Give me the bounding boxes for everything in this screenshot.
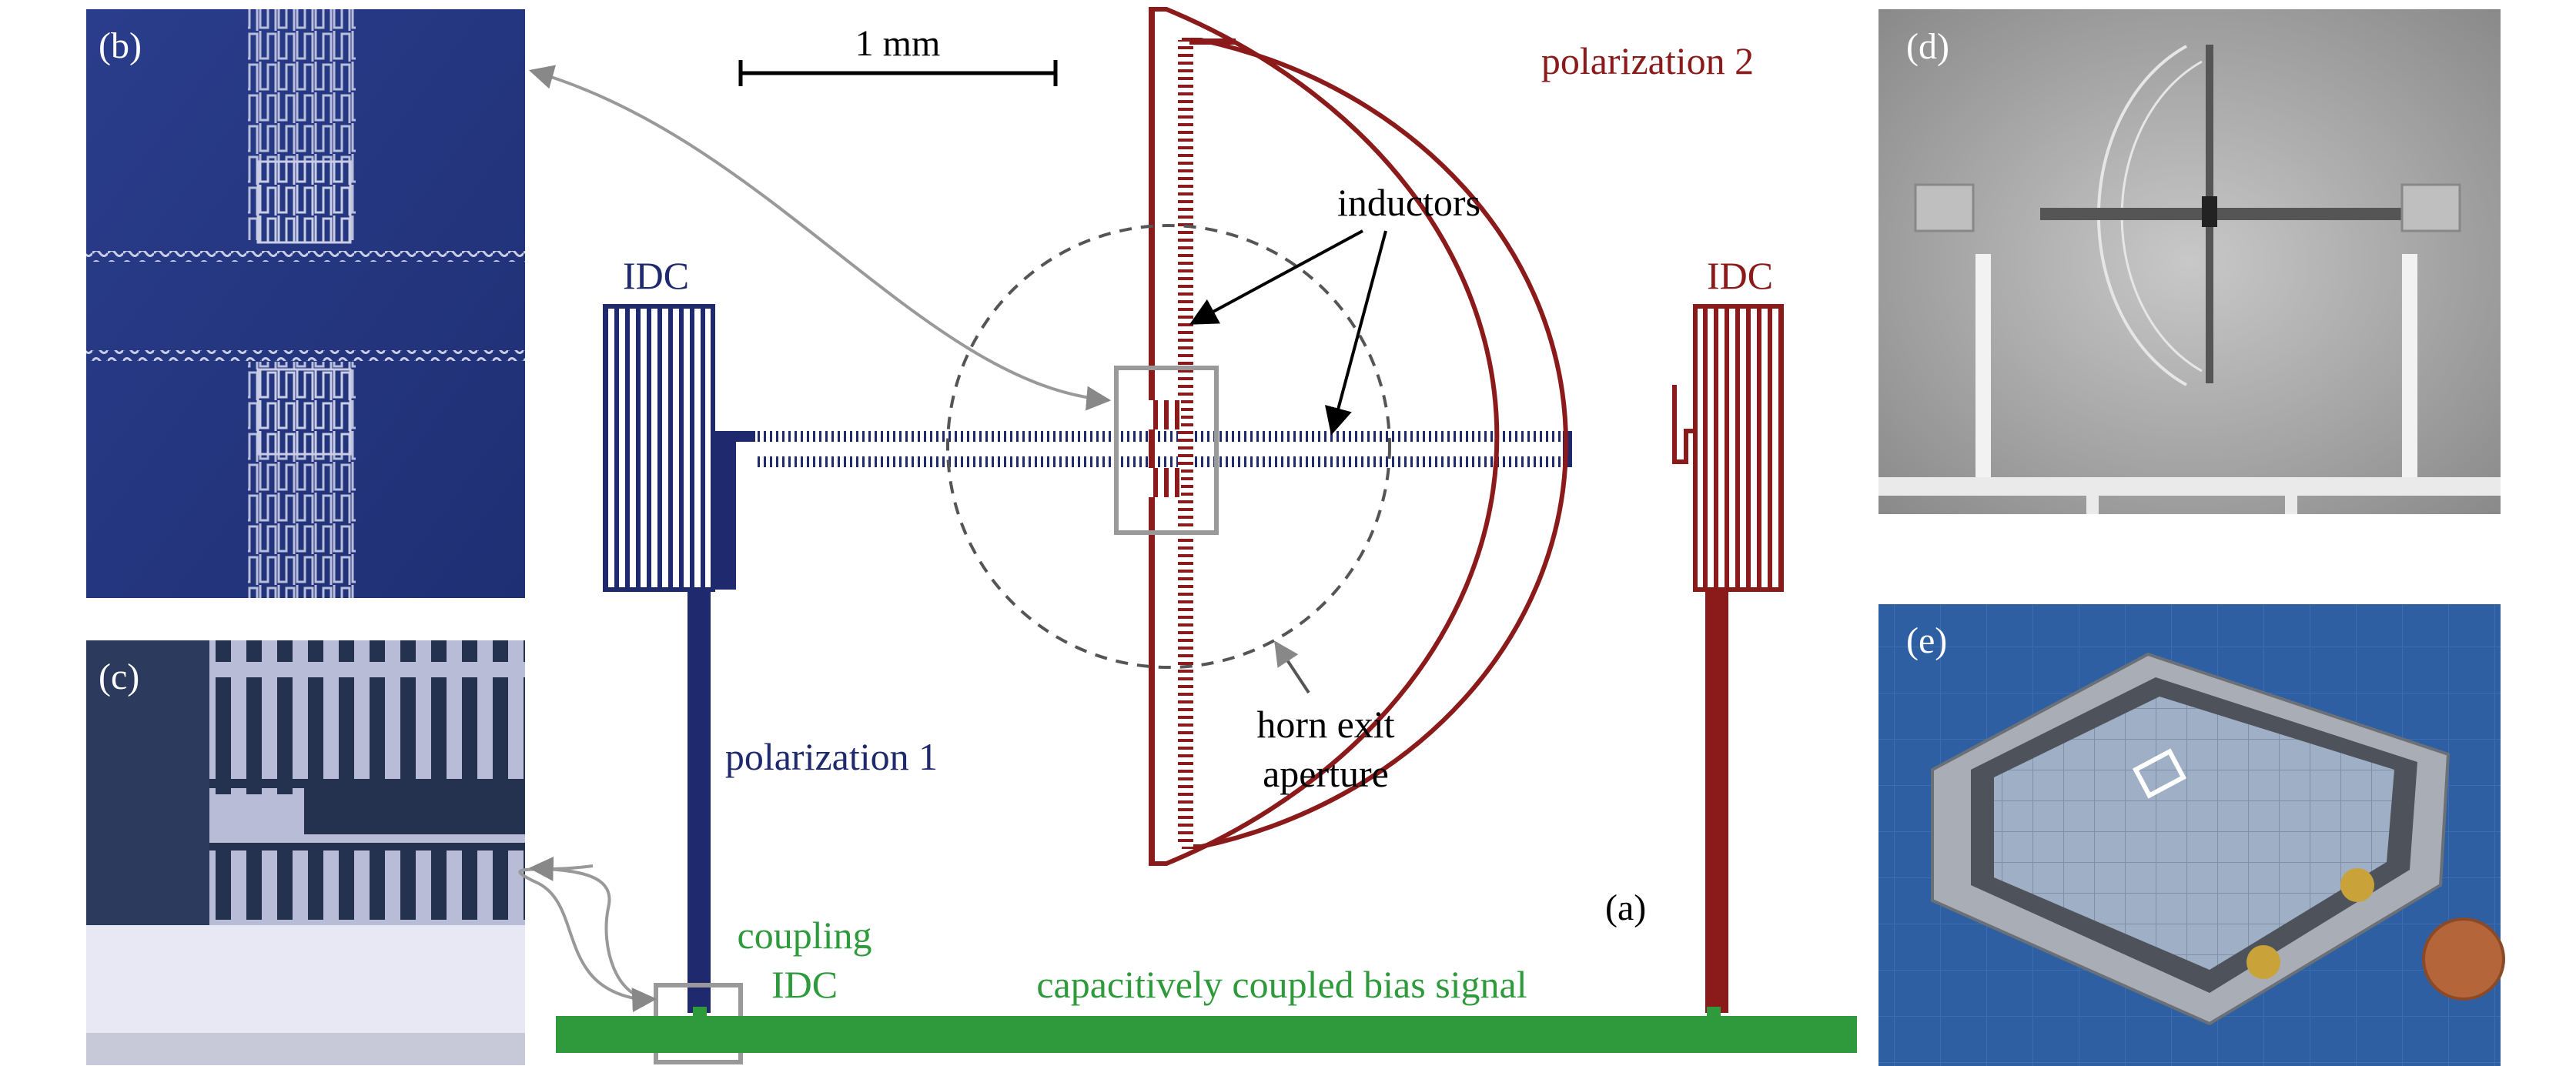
panel-e-photo: (e) [1878, 604, 2505, 1066]
panel-c-micrograph: (c) [86, 640, 525, 1065]
polarization-2-resonator: IDC polarization 2 [1149, 7, 1784, 1013]
polarization-1-label: polarization 1 [725, 735, 938, 778]
bias-line [556, 1016, 1857, 1053]
polarization-1-resonator: IDC polarization 1 [603, 254, 1572, 1013]
panel-d-label: (d) [1906, 26, 1949, 67]
panel-a-label: (a) [1605, 887, 1646, 928]
scale-bar-label: 1 mm [855, 23, 941, 64]
zoom-box-center [1114, 366, 1219, 535]
panel-a-schematic: 1 mm IDC polarization 1 [518, 7, 1857, 1064]
idc-left-label: IDC [623, 254, 689, 297]
panel-d-photo: (d) [1878, 9, 2501, 514]
horn-exit-aperture-circle [946, 224, 1391, 669]
panel-c-label: (c) [99, 657, 139, 697]
inductors-label: inductors [1337, 181, 1480, 224]
scale-bar: 1 mm [738, 23, 1058, 86]
horn-exit-label-line2: aperture [1263, 752, 1389, 795]
panel-e-label: (e) [1906, 620, 1947, 661]
coupling-idc-label-line2: IDC [771, 963, 838, 1006]
horn-exit-label-line1: horn exit [1256, 703, 1394, 746]
bias-signal-label: capacitively coupled bias signal [1036, 963, 1527, 1006]
coupling-idc-label-line1: coupling [738, 914, 872, 957]
panel-b-label: (b) [99, 25, 142, 66]
idc-right-label: IDC [1707, 254, 1773, 297]
panel-b-micrograph: (b) [86, 9, 525, 598]
polarization-2-label: polarization 2 [1541, 39, 1754, 82]
